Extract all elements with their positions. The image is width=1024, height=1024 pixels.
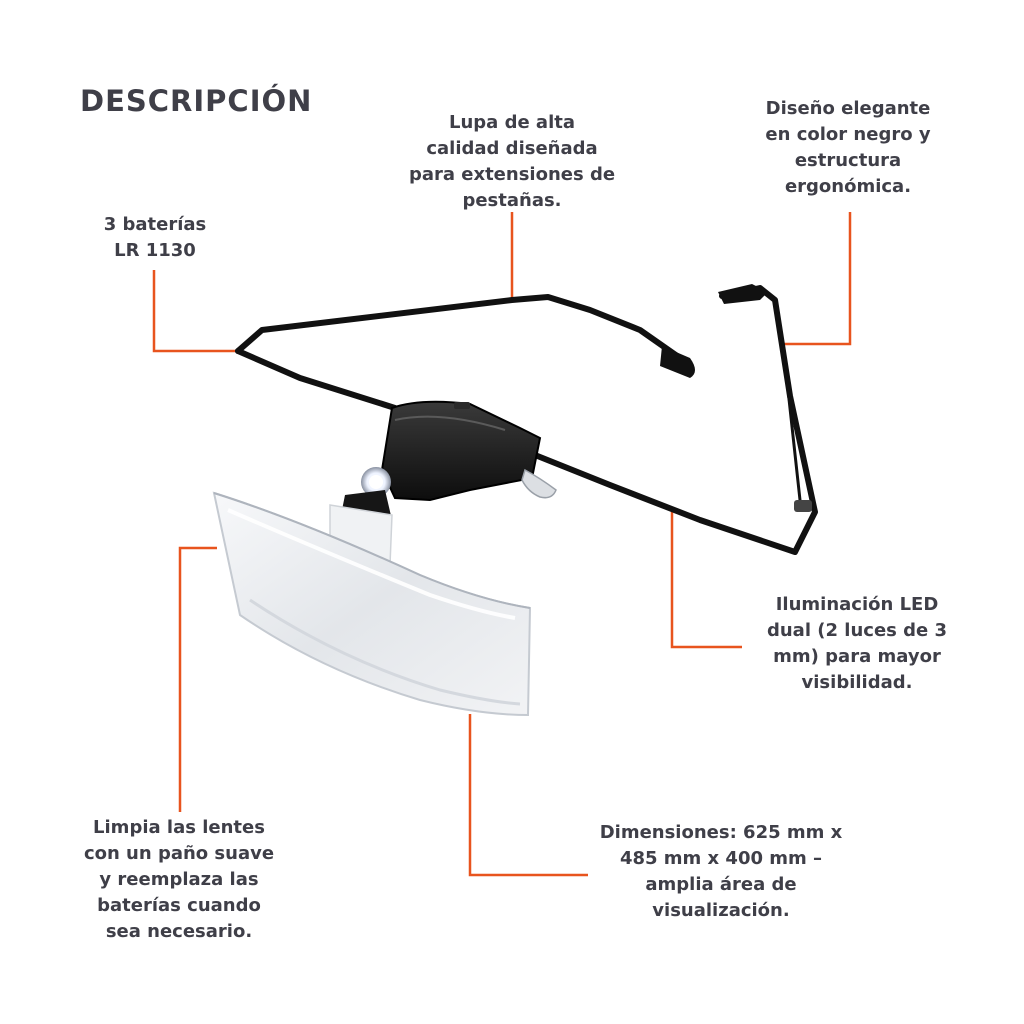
- nose-pad: [521, 468, 557, 499]
- frame-left-arm: [235, 348, 398, 411]
- hinge: [794, 500, 812, 512]
- led-housing: [340, 400, 557, 520]
- callout-batteries: 3 baterías LR 1130: [103, 214, 207, 261]
- leader-line-batteries: [152, 270, 238, 353]
- callout-clean: Limpia las lentes con un paño suave y re…: [83, 817, 275, 942]
- leader-line-clean: [178, 546, 217, 812]
- callout-quality: Lupa de alta calidad diseñada para exten…: [408, 112, 616, 211]
- leader-line-dimensions: [468, 714, 588, 877]
- temple-tip-left: [660, 346, 695, 378]
- leader-lines: [152, 212, 852, 877]
- frame-top-bar: [235, 294, 693, 368]
- page-title: DESCRIPCIÓN: [80, 84, 313, 118]
- callout-led: Iluminación LED dual (2 luces de 3 mm) p…: [766, 594, 948, 693]
- magnifying-lens: [212, 491, 532, 717]
- callout-dimensions: Dimensiones: 625 mm x 485 mm x 400 mm – …: [599, 822, 843, 921]
- frame-right-arm-inner: [781, 342, 802, 502]
- frame: [235, 285, 818, 555]
- temple-tip-right: [718, 284, 768, 304]
- callout-design: Diseño elegante en color negro y estruct…: [765, 98, 931, 197]
- leader-line-led: [670, 508, 742, 649]
- leader-line-design: [782, 212, 852, 346]
- frame-right-arm: [532, 285, 818, 555]
